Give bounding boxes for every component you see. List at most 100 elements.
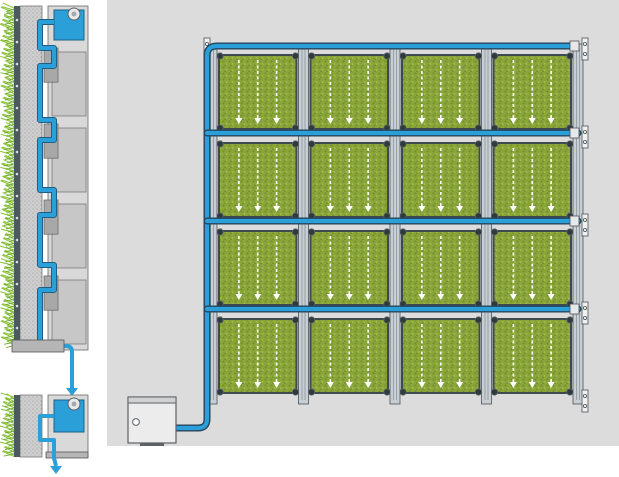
drip-arrow-icon (509, 294, 517, 300)
planter-panel (216, 228, 300, 308)
corner-bolt (291, 228, 300, 236)
planter-panel (490, 228, 574, 308)
drip-arrow-icon (273, 382, 281, 388)
corner-bolt (291, 52, 300, 60)
corner-bolt (566, 228, 574, 236)
water-flow-path (38, 414, 58, 467)
mounting-bracket (581, 213, 589, 237)
drip-arrow-icon (273, 118, 281, 124)
corner-bolt (490, 140, 499, 148)
planter-panel (490, 140, 574, 220)
corner-bolt (566, 316, 574, 324)
water-flow-path (38, 20, 56, 340)
drip-arrow-icon (345, 294, 353, 300)
planter-panel (399, 140, 483, 220)
drip-arrow-icon (456, 382, 464, 388)
planter-panel (216, 52, 300, 132)
corner-bolt (307, 52, 316, 60)
drip-arrow-icon (364, 206, 372, 212)
corner-bolt (474, 228, 483, 236)
corner-bolt (566, 388, 574, 396)
planter-panel (216, 316, 300, 396)
water-flow-arrow-icon (66, 388, 78, 396)
drip-arrow-icon (456, 118, 464, 124)
pipe-end-cap (569, 40, 580, 52)
drip-arrow-icon (326, 382, 334, 388)
drip-arrow-icon (528, 382, 536, 388)
planter-panel (307, 316, 391, 396)
side-wall-module-lower (14, 394, 89, 459)
drip-arrow-icon (326, 118, 334, 124)
corner-bolt (383, 388, 391, 396)
drip-arrow-icon (437, 294, 445, 300)
drip-arrow-icon (528, 206, 536, 212)
drip-arrow-icon (547, 118, 555, 124)
drip-arrow-icon (456, 294, 464, 300)
drip-arrow-icon (547, 382, 555, 388)
corner-bolt (399, 388, 407, 396)
planter-panel (307, 52, 391, 132)
drip-arrow-icon (326, 294, 334, 300)
corner-bolt (399, 228, 407, 236)
corner-bolt (307, 388, 316, 396)
corner-bolt (216, 316, 224, 324)
drip-arrow-icon (273, 294, 281, 300)
drip-arrow-icon (418, 206, 426, 212)
drip-arrow-icon (528, 118, 536, 124)
corner-bolt (291, 140, 300, 148)
drip-arrow-icon (456, 206, 464, 212)
drip-arrow-icon (254, 206, 262, 212)
corner-bolt (474, 140, 483, 148)
planter-panel (490, 52, 574, 132)
drip-arrow-icon (345, 382, 353, 388)
wall-block (51, 203, 87, 269)
corner-bolt (490, 316, 499, 324)
drip-arrow-icon (547, 294, 555, 300)
corner-bolt (291, 388, 300, 396)
drain-line (42, 344, 74, 390)
corner-bolt (216, 52, 224, 60)
corner-bolt (383, 316, 391, 324)
main-supply-pipe (173, 43, 579, 431)
corner-bolt (474, 52, 483, 60)
drip-arrow-icon (509, 118, 517, 124)
corner-bolt (474, 388, 483, 396)
planter-panel (399, 316, 483, 396)
drip-arrow-icon (418, 382, 426, 388)
drip-arrow-icon (364, 382, 372, 388)
corner-bolt (383, 228, 391, 236)
drip-arrow-icon (235, 118, 243, 124)
drip-arrow-icon (437, 118, 445, 124)
drip-arrow-icon (364, 118, 372, 124)
corner-bolt (216, 228, 224, 236)
pipe-end-cap (569, 215, 580, 227)
corner-bolt (307, 140, 316, 148)
corner-bolt (490, 228, 499, 236)
drip-arrow-icon (235, 382, 243, 388)
drip-arrow-icon (437, 382, 445, 388)
planter-panel (399, 228, 483, 308)
drip-arrow-icon (273, 206, 281, 212)
irrigation-pipes (172, 40, 582, 432)
corner-bolt (490, 388, 499, 396)
corner-bolt (566, 52, 574, 60)
corner-bolt (474, 316, 483, 324)
drip-arrow-icon (509, 382, 517, 388)
drip-arrow-icon (364, 294, 372, 300)
mounting-bracket (581, 301, 589, 325)
drip-arrow-icon (254, 382, 262, 388)
drip-arrow-icon (235, 294, 243, 300)
planter-panel (307, 140, 391, 220)
pipe-end-cap (569, 127, 580, 139)
drip-arrow-icon (326, 206, 334, 212)
side-section (0, 2, 89, 474)
planter-panel (399, 52, 483, 132)
corner-bolt (216, 140, 224, 148)
drip-arrow-icon (437, 206, 445, 212)
drip-arrow-icon (418, 294, 426, 300)
corner-bolt (291, 316, 300, 324)
corner-bolt (307, 228, 316, 236)
corner-bolt (383, 52, 391, 60)
